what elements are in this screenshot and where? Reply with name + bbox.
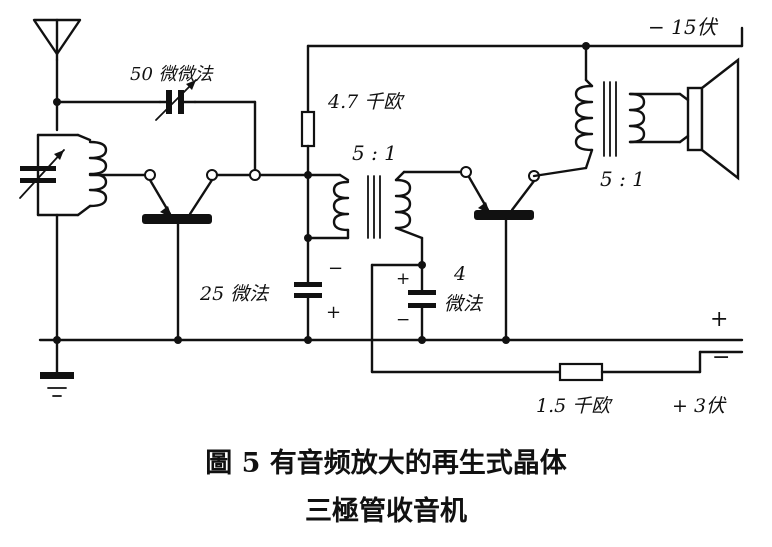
caption-line-1: 圖 5 有音频放大的再生式晶体 [205, 447, 568, 479]
label-res-47k: 4.7 千欧 [327, 91, 405, 113]
svg-text:−: − [328, 258, 343, 279]
loudspeaker-icon [678, 57, 740, 181]
label-cap-4-unit: 微法 [444, 293, 484, 315]
transformer-1 [306, 170, 468, 267]
label-cap-4: 4 [453, 263, 466, 285]
tuning-tank [36, 100, 80, 342]
ground-symbol [40, 338, 74, 397]
svg-text:−: − [712, 345, 730, 370]
trimmer-capacitor-50pf [155, 79, 197, 121]
antenna-symbol [32, 18, 82, 104]
label-supply-3v: + 3伏 [672, 395, 727, 417]
label-ratio-1: 5 : 1 [352, 141, 397, 165]
capacitor-4uf [370, 263, 436, 374]
capacitor-25uf [294, 236, 322, 342]
label-cap-25: 25 微法 [199, 283, 270, 305]
label-cap-50: 50 微微法 [130, 64, 215, 85]
label-ratio-2: 5 : 1 [600, 167, 645, 191]
resistor-4k7 [300, 44, 316, 177]
tuning-variable-capacitor [19, 149, 65, 199]
tuning-coil [76, 133, 152, 217]
transistor-1 [142, 169, 218, 342]
transistor-2 [460, 166, 540, 342]
label-supply-15v: − 15伏 [648, 15, 719, 39]
svg-text:+: + [396, 269, 410, 289]
feedback-line [55, 100, 257, 174]
collector-line-1 [215, 169, 342, 181]
caption-line-2: 三極管收音机 [305, 495, 467, 527]
output-transformer [532, 44, 682, 178]
svg-text:+: + [710, 307, 728, 332]
resistor-1k5 [370, 350, 702, 382]
svg-text:−: − [396, 310, 410, 330]
label-res-15k: 1.5 千欧 [536, 395, 613, 417]
svg-text:+: + [326, 302, 341, 323]
